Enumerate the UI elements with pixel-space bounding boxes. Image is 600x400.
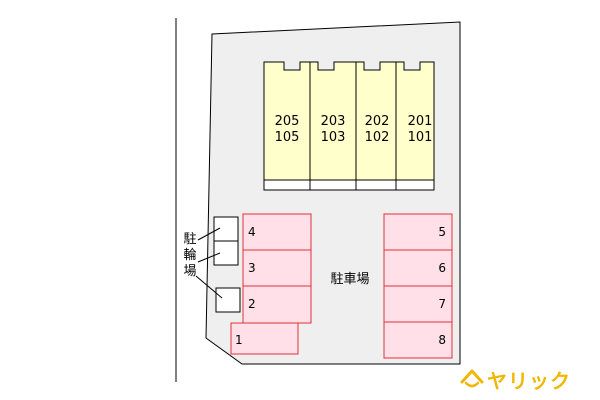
parking-slot <box>242 285 312 324</box>
parking-slot-number: 1 <box>235 333 243 347</box>
balcony <box>355 179 397 191</box>
parking-slot <box>383 213 453 251</box>
leader-line <box>195 275 223 299</box>
bicycle-parking: 駐 輪 場 <box>183 216 241 313</box>
unit-upper-label: 202 <box>365 114 390 129</box>
leader-line <box>197 227 221 241</box>
bicycle-label-char: 輪 <box>183 247 196 263</box>
apartment-building: 205 105 203 103 202 102 201 101 <box>263 61 435 191</box>
leader-line <box>197 252 221 263</box>
unit-lower-label: 103 <box>321 130 346 145</box>
bicycle-rack <box>213 240 239 266</box>
bicycle-rack <box>215 287 241 313</box>
balcony <box>395 179 435 191</box>
balcony <box>263 179 311 191</box>
parking-slot-number: 6 <box>438 261 446 275</box>
parking-slot <box>383 285 453 323</box>
unit-lower-label: 102 <box>365 130 390 145</box>
brand-name: ヤリック <box>487 369 571 393</box>
parking-slot-number: 4 <box>248 225 256 239</box>
brand-logo: ヤリック <box>460 369 571 393</box>
bicycle-label-char: 駐 <box>183 232 196 247</box>
parking-slot-number: 3 <box>248 261 256 275</box>
unit-upper-label: 203 <box>321 114 346 129</box>
parking-slot <box>242 213 312 251</box>
parking-slot <box>230 322 299 355</box>
unit-upper-label: 205 <box>275 114 300 129</box>
parking-slot <box>383 249 453 287</box>
parking-left-column: 4 3 2 1 <box>230 213 312 355</box>
parking-slot-number: 8 <box>438 333 446 347</box>
parking-slot-number: 2 <box>248 297 256 311</box>
parking-area-label: 駐車場 <box>330 272 369 287</box>
parking-right-column: 5 6 7 8 <box>383 213 453 359</box>
unit-lower-label: 105 <box>275 130 300 145</box>
house-smile-icon <box>460 369 484 388</box>
parking-slot-number: 7 <box>438 297 446 311</box>
bicycle-label-char: 場 <box>183 264 196 279</box>
parking-slot <box>383 321 453 359</box>
unit-lower-label: 101 <box>408 130 433 145</box>
unit-upper-label: 201 <box>408 114 433 129</box>
parking-slot-number: 5 <box>438 225 446 239</box>
parking-slot <box>242 249 312 287</box>
balcony <box>309 179 357 191</box>
